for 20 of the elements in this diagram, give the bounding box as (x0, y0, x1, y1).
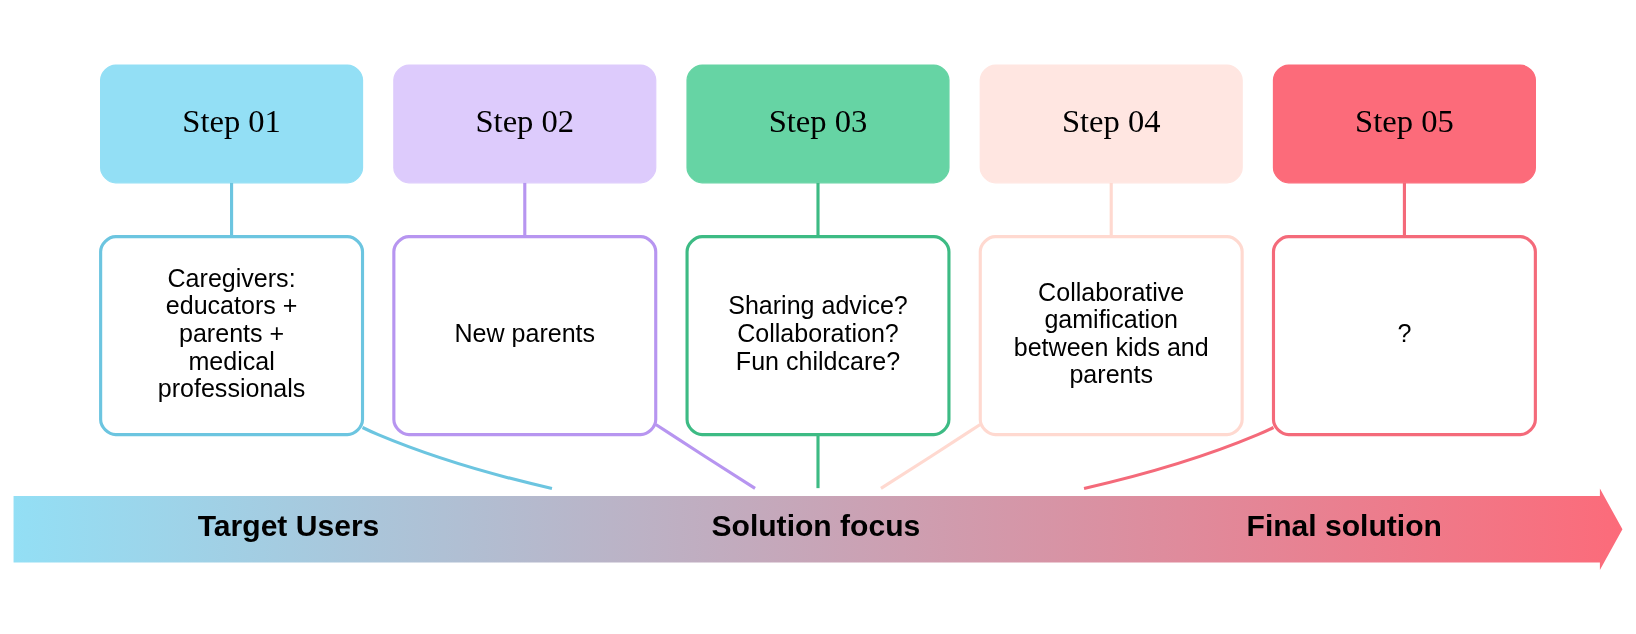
node-box: ? (1271, 234, 1537, 436)
connector (1083, 425, 1275, 490)
node-box: Step 02 (393, 63, 657, 183)
connector (1109, 182, 1113, 236)
connector (816, 434, 820, 488)
connector (816, 182, 820, 236)
node-box: New parents (392, 234, 658, 436)
node-box: Caregivers: educators + parents + medical professionals (99, 234, 365, 436)
node-box: Step 04 (979, 63, 1243, 183)
connector (230, 182, 234, 236)
node-box: Collaborative gamification between kids and parents (978, 234, 1244, 436)
connector (361, 425, 553, 490)
connector (880, 422, 982, 490)
node-box: Step 01 (100, 63, 364, 183)
connector (523, 182, 527, 236)
node-box: Step 05 (1272, 63, 1536, 183)
node-box: Step 03 (686, 63, 950, 183)
node-box: Sharing advice? Collaboration? Fun childcare? (685, 234, 951, 436)
connector (654, 422, 756, 490)
connector (1402, 182, 1406, 236)
